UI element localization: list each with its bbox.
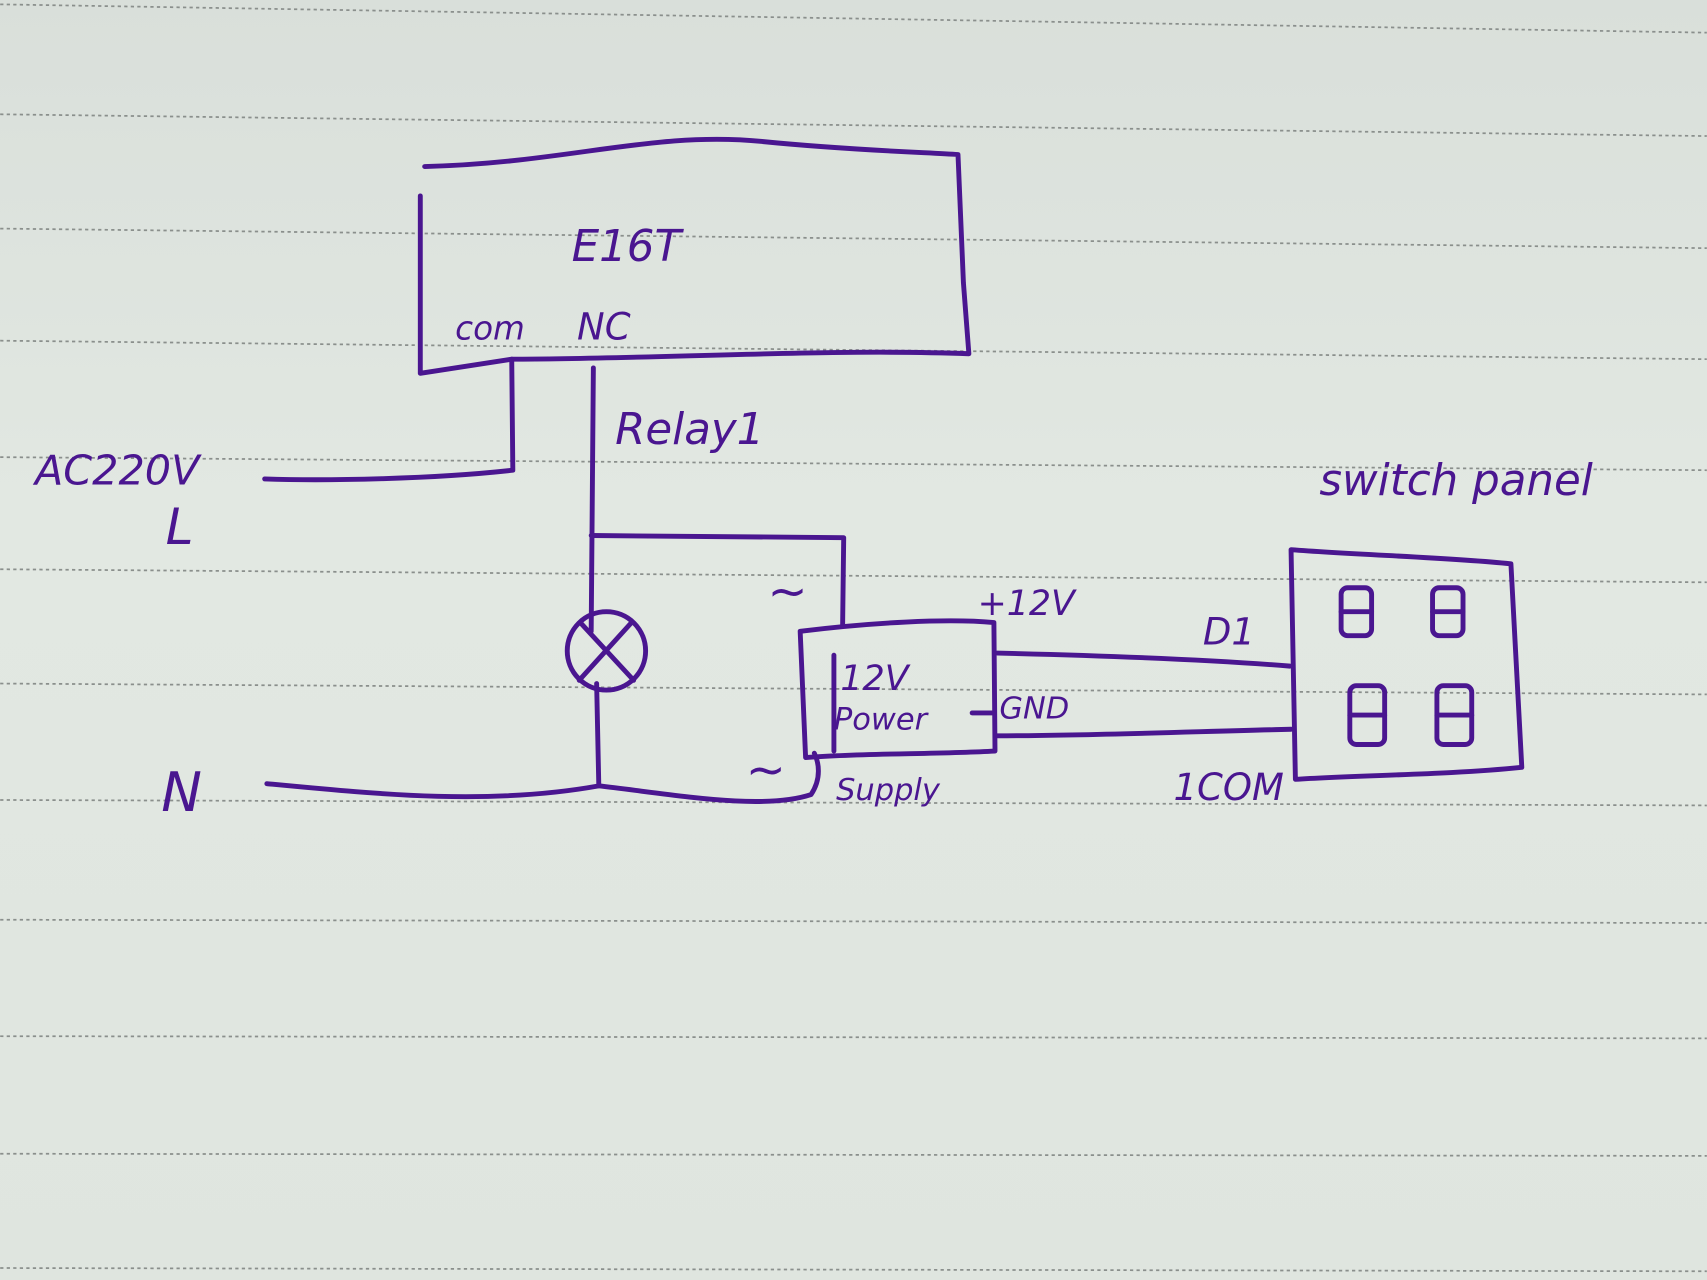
lamp-return-wire	[594, 681, 602, 789]
wires	[262, 356, 1294, 804]
relay-label: Relay1	[615, 405, 764, 455]
live-label: L	[166, 498, 194, 556]
relay-wire	[588, 365, 596, 634]
neutral-label: N	[161, 760, 202, 824]
ac-symbol-2: ~	[746, 743, 786, 798]
d1-label: D1	[1203, 610, 1255, 653]
terminal-nc: NC	[577, 306, 631, 349]
controller-name: E16T	[572, 222, 685, 272]
psu-label-power: Power	[834, 702, 930, 737]
controller-box: E16T com NC	[417, 136, 972, 376]
plus-12v-label: +12V	[978, 584, 1077, 624]
neutral-wire	[264, 750, 821, 804]
live-wire	[262, 356, 516, 483]
psu-label-12v: 12V	[840, 659, 910, 699]
lamp-icon	[564, 609, 649, 693]
switch-panel-title: switch panel	[1319, 456, 1592, 506]
switch-panel: switch panel D1 1COM	[1174, 456, 1593, 809]
d1-wire	[994, 650, 1293, 669]
ac-feed-wire	[588, 533, 847, 629]
ac-symbol-1: ~	[768, 564, 808, 619]
gnd-label: GND	[999, 691, 1069, 726]
switch-button-icons	[1338, 585, 1475, 747]
psu-label-supply: Supply	[836, 773, 941, 808]
gnd-wire	[994, 726, 1294, 739]
ac220v-label: AC220V	[32, 446, 202, 494]
terminal-com: com	[455, 310, 525, 348]
1com-label: 1COM	[1174, 766, 1284, 809]
power-supply-box: 12V Power Supply ~ ~	[746, 564, 998, 808]
